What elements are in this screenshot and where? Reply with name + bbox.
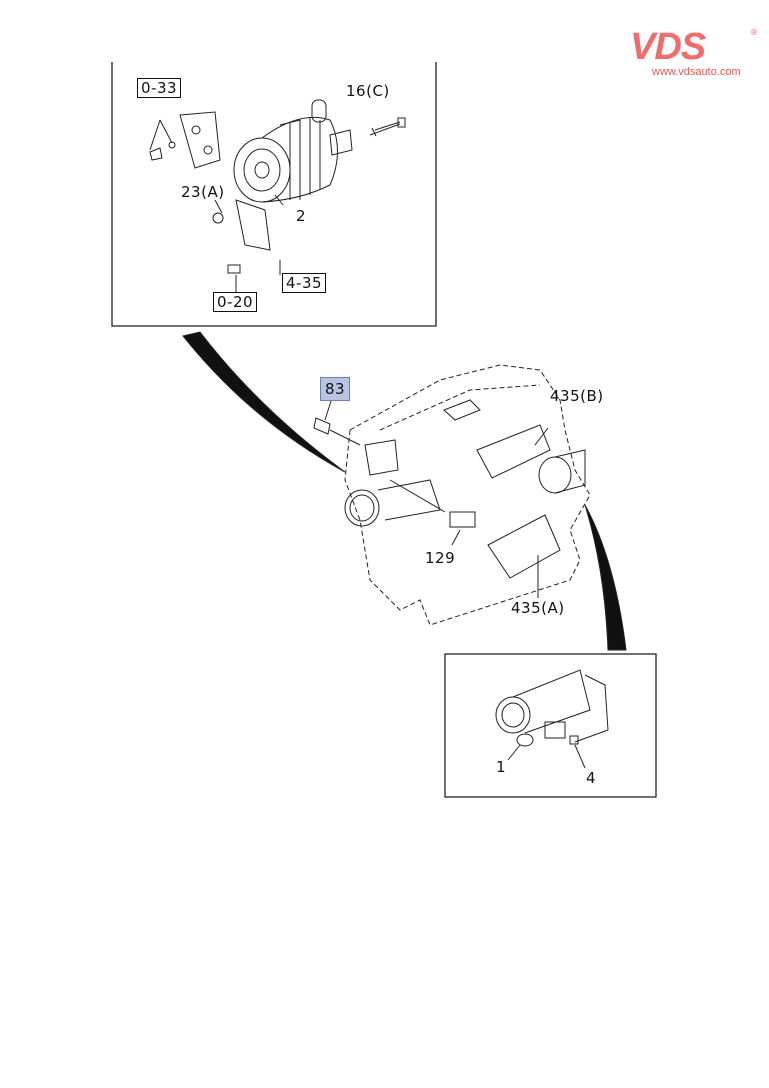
engine-block-drawing (344, 364, 591, 626)
callout-23a[interactable]: 23(A) (181, 183, 225, 201)
callout-4[interactable]: 4 (586, 769, 597, 787)
callout-0-20[interactable]: 0-20 (213, 292, 258, 312)
logo-url[interactable]: www.vdsauto.com (652, 66, 741, 78)
logo-brand: VDS (630, 26, 706, 68)
starter-inset-frame (444, 653, 657, 798)
callout-435b[interactable]: 435(B) (550, 387, 604, 405)
callout-129[interactable]: 129 (425, 549, 456, 567)
top-inset-frame (111, 62, 437, 327)
callout-2[interactable]: 2 (296, 207, 307, 225)
callout-0-33[interactable]: 0-33 (137, 78, 182, 98)
callout-435a[interactable]: 435(A) (511, 599, 565, 617)
alternator-drawing (149, 99, 406, 292)
engine-parts-drawing (313, 397, 586, 598)
connector-wedge-top (182, 331, 346, 473)
vds-logo: VDS ® www.vdsauto.com (630, 28, 760, 78)
registered-mark: ® (750, 28, 758, 37)
callout-1[interactable]: 1 (496, 758, 507, 776)
starter-drawing (495, 669, 609, 769)
callout-16c[interactable]: 16(C) (346, 82, 390, 100)
callout-83-highlighted[interactable]: 83 (320, 377, 351, 401)
connector-wedge-bottom (584, 504, 627, 651)
callout-4-35[interactable]: 4-35 (282, 273, 327, 293)
